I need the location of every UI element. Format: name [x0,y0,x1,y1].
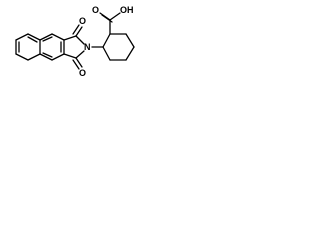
structure-canvas: N O O O OH [0,0,162,100]
nitrogen-atom-label: N [84,42,91,52]
oxygen-atom-label-bottom: O [79,68,86,78]
hydroxyl-label: OH [120,5,134,15]
naphthalene-ring-left [15,33,41,61]
carboxylic-acid-group [99,12,121,35]
carbonyl-oxygen-label: O [92,5,99,15]
cyclohexane-ring [102,33,135,61]
imide-ring [63,35,85,59]
imide-carbonyls [72,24,83,70]
naphthalene-ring-middle [39,33,65,61]
chemical-structure-diagram: N O O O OH [15,5,135,78]
oxygen-atom-label-top: O [79,16,86,26]
